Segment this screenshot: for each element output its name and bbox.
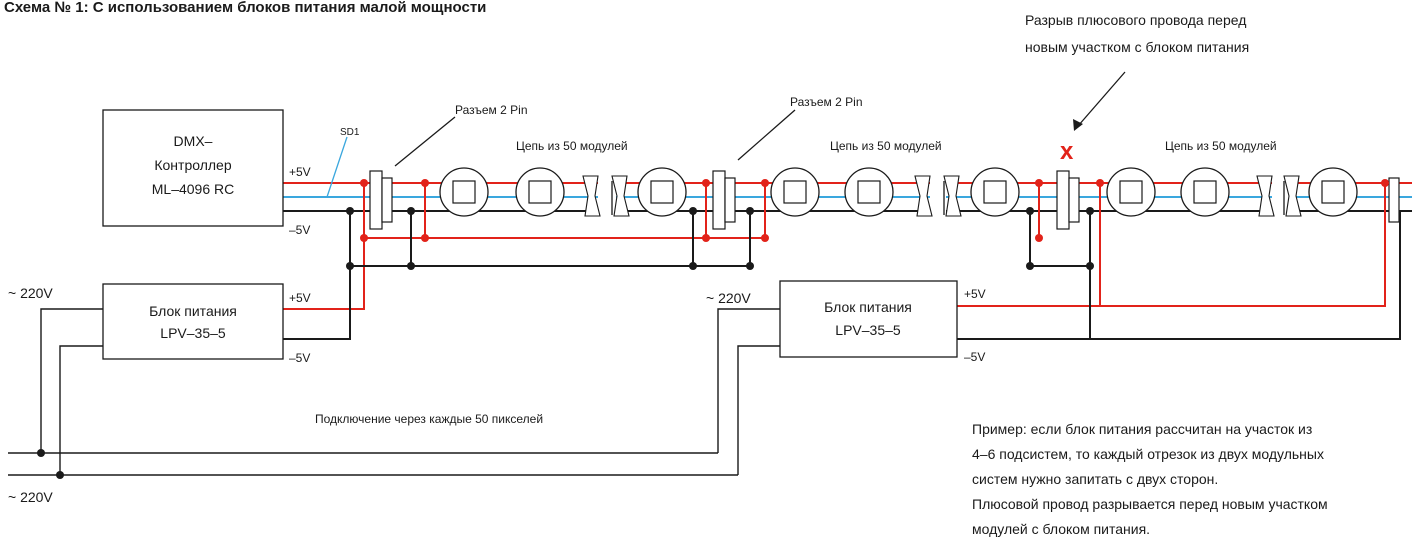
connection-note: Подключение через каждые 50 пикселей (315, 412, 543, 426)
connector-1-leader (394, 116, 456, 167)
chain-break-mark (582, 175, 601, 217)
psu2-line1: Блок питания (824, 299, 912, 315)
psu1-ac-label: ~ 220V (8, 285, 53, 301)
mains-wiring (8, 308, 780, 476)
controller-plus-label: +5V (289, 165, 311, 179)
controller-line3: ML–4096 RC (152, 181, 235, 197)
mains-label: ~ 220V (8, 489, 53, 505)
example-note-line1: Пример: если блок питания рассчитан на у… (972, 421, 1312, 437)
chain-1 (439, 167, 687, 217)
break-note-line1: Разрыв плюсового провода перед (1025, 12, 1246, 28)
break-mark-icon: x (1060, 138, 1074, 165)
break-note-arrowhead (1073, 119, 1083, 131)
example-note-line4: Плюсовой провод разрывается перед новым … (972, 496, 1328, 512)
psu2-negative-feeder (957, 211, 1401, 340)
connector-end (1388, 177, 1400, 223)
controller-line2: Контроллер (154, 157, 231, 173)
psu1-line1: Блок питания (149, 303, 237, 319)
chain-2-label: Цепь из 50 модулей (830, 139, 942, 153)
chain-3-label: Цепь из 50 модулей (1165, 139, 1277, 153)
psu2-line2: LPV–35–5 (835, 322, 901, 338)
example-note-line3: систем нужно запитать с двух сторон. (972, 471, 1218, 487)
connector-1-label: Разъем 2 Pin (455, 103, 528, 117)
break-note-leader (1077, 71, 1126, 127)
chain-break-mark (914, 175, 933, 217)
break-note-line2: новым участком с блоком питания (1025, 39, 1249, 55)
diagram-title: Схема № 1: С использованием блоков питан… (4, 0, 486, 16)
chain-break-mark (1256, 175, 1275, 217)
chain-2 (770, 167, 1020, 217)
psu1-minus-label: –5V (289, 351, 310, 365)
controller-line1: DMX– (174, 133, 213, 149)
sd1-label: SD1 (340, 127, 360, 138)
example-note-line2: 4–6 подсистем, то каждый отрезок из двух… (972, 446, 1324, 462)
psu2-ac-label: ~ 220V (706, 290, 751, 306)
psu2-plus-label: +5V (964, 287, 986, 301)
connector-2-leader (737, 109, 796, 161)
controller-minus-label: –5V (289, 223, 310, 237)
junction-dots (37, 179, 1389, 479)
psu1-box (102, 283, 284, 360)
psu2-minus-label: –5V (964, 350, 985, 364)
psu1-plus-label: +5V (289, 291, 311, 305)
psu2-box (779, 280, 958, 358)
dmx-controller-box (102, 109, 284, 227)
example-note-line5: модулей с блоком питания. (972, 521, 1150, 537)
chain-3 (1106, 167, 1358, 217)
example-note: Пример: если блок питания рассчитан на у… (972, 421, 1328, 537)
connector-2-label: Разъем 2 Pin (790, 95, 863, 109)
connector-2 (712, 170, 736, 230)
connector-1 (369, 170, 393, 230)
sd1-leader (326, 136, 348, 198)
psu1-line2: LPV–35–5 (160, 325, 226, 341)
connector-3 (1056, 170, 1080, 230)
psu1-negative-feeder (283, 211, 751, 340)
chain-1-label: Цепь из 50 модулей (516, 139, 628, 153)
